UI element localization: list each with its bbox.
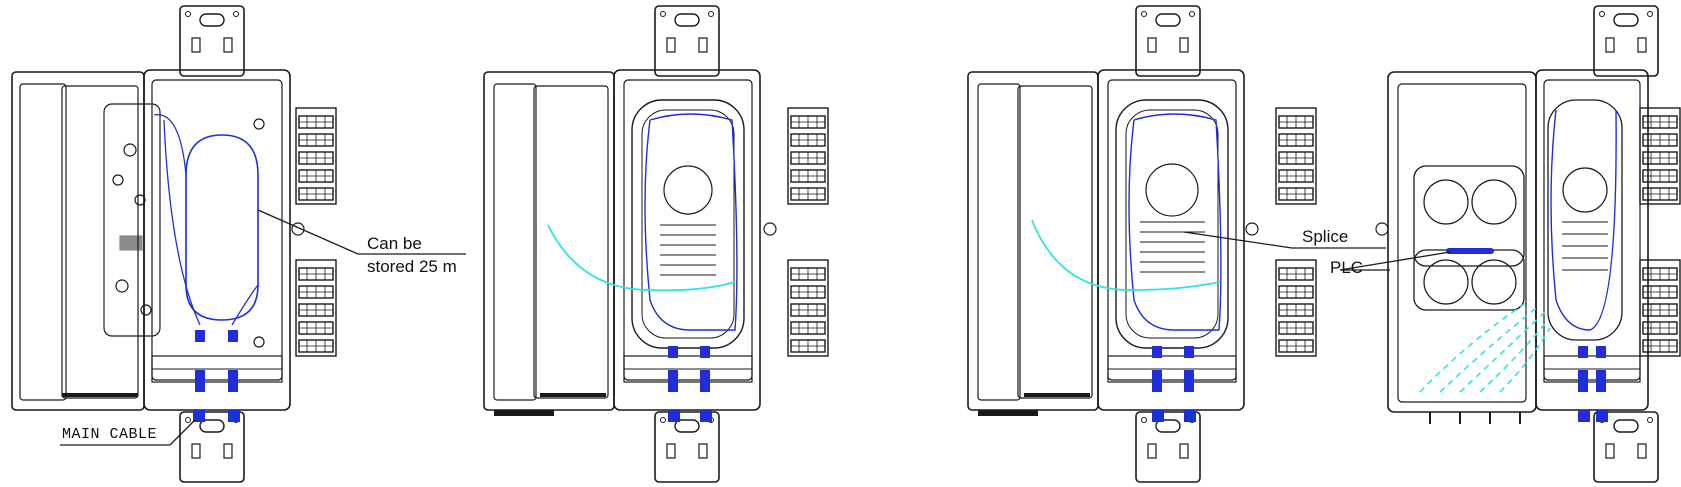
unit-3-splice-box <box>967 5 1316 483</box>
fiber-blue-unit-4 <box>1550 109 1617 331</box>
cable-glands-unit-2 <box>494 410 554 416</box>
callout-leaders <box>60 209 1451 446</box>
connectors-unit-4 <box>1578 346 1608 422</box>
connectors-unit-2 <box>668 346 712 422</box>
splice-callout: Splice <box>1302 227 1349 246</box>
unit-1-open-box <box>11 5 336 483</box>
fiber-cyan-unit-2 <box>547 224 736 292</box>
connectors-unit-3 <box>1152 346 1196 422</box>
cable-glands-unit-3 <box>978 410 1038 416</box>
storage-callout-line2: stored 25 m <box>367 257 457 276</box>
plc-callout: PLC <box>1330 258 1364 277</box>
fiber-routing-left <box>153 114 259 326</box>
fiber-blue-unit-3 <box>1128 113 1222 331</box>
unit-4-plc-splitter-box <box>1375 5 1680 483</box>
unit-2-splice-tray-box <box>483 5 828 483</box>
fiber-blue-unit-2 <box>644 113 738 331</box>
splice-plate-1 <box>103 103 161 337</box>
fiber-cyan-drops-unit-4 <box>1419 299 1551 393</box>
storage-callout-line1: Can be <box>367 234 422 253</box>
main-cable-callout: MAIN CABLE <box>62 426 158 443</box>
plc-splitter <box>1446 248 1494 254</box>
connectors-unit-1 <box>193 330 240 422</box>
fiber-storage-loop <box>185 134 259 321</box>
fiber-cyan-unit-3 <box>1031 219 1221 291</box>
